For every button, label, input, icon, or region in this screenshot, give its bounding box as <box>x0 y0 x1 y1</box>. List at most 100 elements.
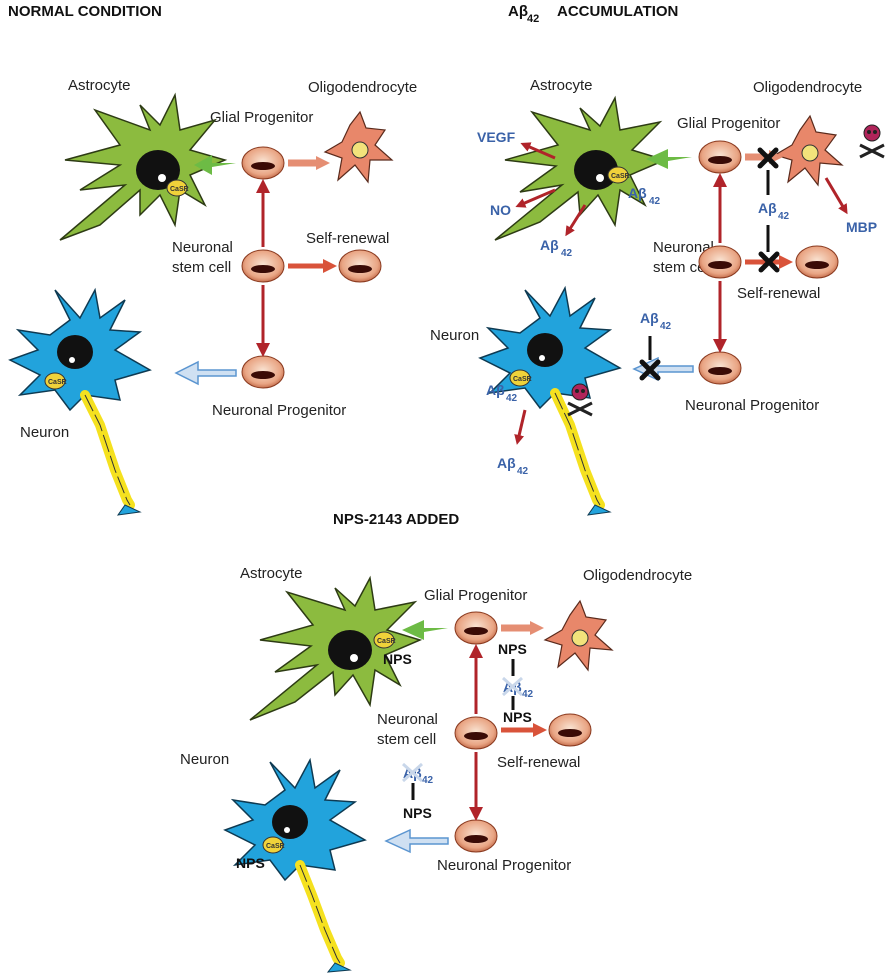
skull-icon <box>567 383 593 417</box>
self-renewal-cell <box>795 245 839 279</box>
neuron-cell: CaSR <box>478 285 622 516</box>
nps-label: NPS <box>403 805 432 821</box>
svg-text:Aβ: Aβ <box>628 185 647 201</box>
label-oligodendrocyte: Oligodendrocyte <box>583 567 692 584</box>
label-neuronal-stem-cell-1: Neuronal <box>653 239 714 256</box>
casr-label: CaSR <box>48 379 67 386</box>
casr-label: CaSR <box>611 173 630 180</box>
abeta-label: Aβ 42 <box>497 455 529 477</box>
label-neuronal-stem-cell-1: Neuronal <box>377 711 438 728</box>
self-renewal-cell <box>548 713 592 747</box>
neuronal-progenitor-cell <box>698 351 742 385</box>
label-self-renewal: Self-renewal <box>737 285 820 302</box>
label-astrocyte: Astrocyte <box>530 77 593 94</box>
casr-label: CaSR <box>377 638 396 645</box>
label-neuronal-progenitor: Neuronal Progenitor <box>685 397 819 414</box>
oligodendrocyte-cell <box>323 110 394 184</box>
abeta-label: Aβ 42 <box>540 237 573 259</box>
title-abeta-accumulation: Aβ 42 ACCUMULATION <box>508 3 678 25</box>
abeta-label: Aβ 42 <box>758 200 790 222</box>
skull-icon <box>859 124 885 159</box>
arrow-no <box>515 188 556 208</box>
title-nps-added: NPS-2143 ADDED <box>333 511 459 528</box>
label-neuronal-stem-cell-2: stem cell <box>653 259 712 276</box>
arrow-to-astrocyte <box>194 155 236 175</box>
label-glial-progenitor: Glial Progenitor <box>424 587 527 604</box>
casr-label: CaSR <box>266 843 285 850</box>
glial-progenitor-cell <box>241 146 285 180</box>
casr-label: CaSR <box>170 186 189 193</box>
astrocyte-cell: CaSR <box>59 92 228 241</box>
self-renewal-cell <box>338 249 382 283</box>
neuron-cell: CaSR <box>8 287 152 516</box>
marker-no: NO <box>490 202 511 218</box>
svg-text:ACCUMULATION: ACCUMULATION <box>557 3 678 20</box>
svg-text:Aβ: Aβ <box>540 237 559 253</box>
label-neuron: Neuron <box>20 424 69 441</box>
astrocyte-cell: CaSR <box>494 95 668 241</box>
block-x-icon <box>757 147 779 169</box>
label-self-renewal: Self-renewal <box>497 754 580 771</box>
marker-vegf: VEGF <box>477 129 516 145</box>
svg-text:42: 42 <box>522 689 534 700</box>
arrow-to-astrocyte <box>646 149 692 169</box>
nps-label: NPS <box>503 709 532 725</box>
neuron-cell: CaSR <box>223 757 367 973</box>
panel-normal: Astrocyte Oligodendrocyte Glial Progenit… <box>8 77 417 516</box>
neuronal-progenitor-cell <box>454 819 498 853</box>
neuronal-progenitor-cell <box>241 355 285 389</box>
svg-text:Aβ: Aβ <box>508 3 528 20</box>
label-neuronal-progenitor: Neuronal Progenitor <box>437 857 571 874</box>
neuronal-stem-cell <box>241 249 285 283</box>
svg-text:42: 42 <box>527 13 539 25</box>
abeta-label: Aβ 42 <box>640 310 672 332</box>
abeta-label: Aβ 42 <box>486 382 518 404</box>
abeta-crossed-icon: Aβ 42 <box>501 676 534 700</box>
svg-text:42: 42 <box>517 466 529 477</box>
astrocyte-cell: CaSR <box>249 575 423 721</box>
abeta-label: Aβ 42 <box>628 185 661 207</box>
panel-nps-added: Astrocyte Oligodendrocyte Glial Progenit… <box>180 565 692 973</box>
arrow-to-neuron <box>384 828 449 854</box>
label-neuronal-stem-cell-2: stem cell <box>377 731 436 748</box>
glial-progenitor-cell <box>698 140 742 174</box>
oligodendrocyte-cell <box>543 599 614 672</box>
label-neuronal-stem-cell-2: stem cell <box>172 259 231 276</box>
svg-text:42: 42 <box>506 393 518 404</box>
arrow-vegf <box>520 142 556 160</box>
label-neuron: Neuron <box>430 327 479 344</box>
svg-text:42: 42 <box>660 321 672 332</box>
label-astrocyte: Astrocyte <box>68 77 131 94</box>
neuronal-stem-cell <box>454 716 498 750</box>
oligodendrocyte-cell <box>773 114 844 187</box>
label-oligodendrocyte: Oligodendrocyte <box>308 79 417 96</box>
arrow-abeta-neuron <box>514 409 527 445</box>
label-neuronal-progenitor: Neuronal Progenitor <box>212 402 346 419</box>
title-normal-condition: NORMAL CONDITION <box>8 3 162 20</box>
arrow-abeta-astrocyte <box>565 204 587 237</box>
marker-mbp: MBP <box>846 219 877 235</box>
svg-text:42: 42 <box>778 211 790 222</box>
svg-text:Aβ: Aβ <box>497 455 516 471</box>
label-astrocyte: Astrocyte <box>240 565 303 582</box>
label-oligodendrocyte: Oligodendrocyte <box>753 79 862 96</box>
nps-label: NPS <box>383 651 412 667</box>
label-glial-progenitor: Glial Progenitor <box>210 109 313 126</box>
svg-text:Aβ: Aβ <box>640 310 659 326</box>
svg-text:42: 42 <box>422 775 434 786</box>
arrow-to-neuron <box>174 360 237 386</box>
panel-abeta-accumulation: Astrocyte Oligodendrocyte Glial Progenit… <box>430 77 885 516</box>
arrow-mbp <box>824 177 848 215</box>
svg-text:Aβ: Aβ <box>758 200 777 216</box>
svg-text:42: 42 <box>649 196 661 207</box>
label-neuronal-stem-cell-1: Neuronal <box>172 239 233 256</box>
block-x-icon <box>758 251 780 273</box>
neuronal-stem-cell <box>698 245 742 279</box>
svg-text:42: 42 <box>561 248 573 259</box>
nps-label: NPS <box>498 641 527 657</box>
abeta-crossed-icon: Aβ 42 <box>401 762 434 786</box>
label-neuron: Neuron <box>180 751 229 768</box>
arrow-to-astrocyte <box>402 620 448 640</box>
glial-progenitor-cell <box>454 611 498 645</box>
nps-label: NPS <box>236 855 265 871</box>
